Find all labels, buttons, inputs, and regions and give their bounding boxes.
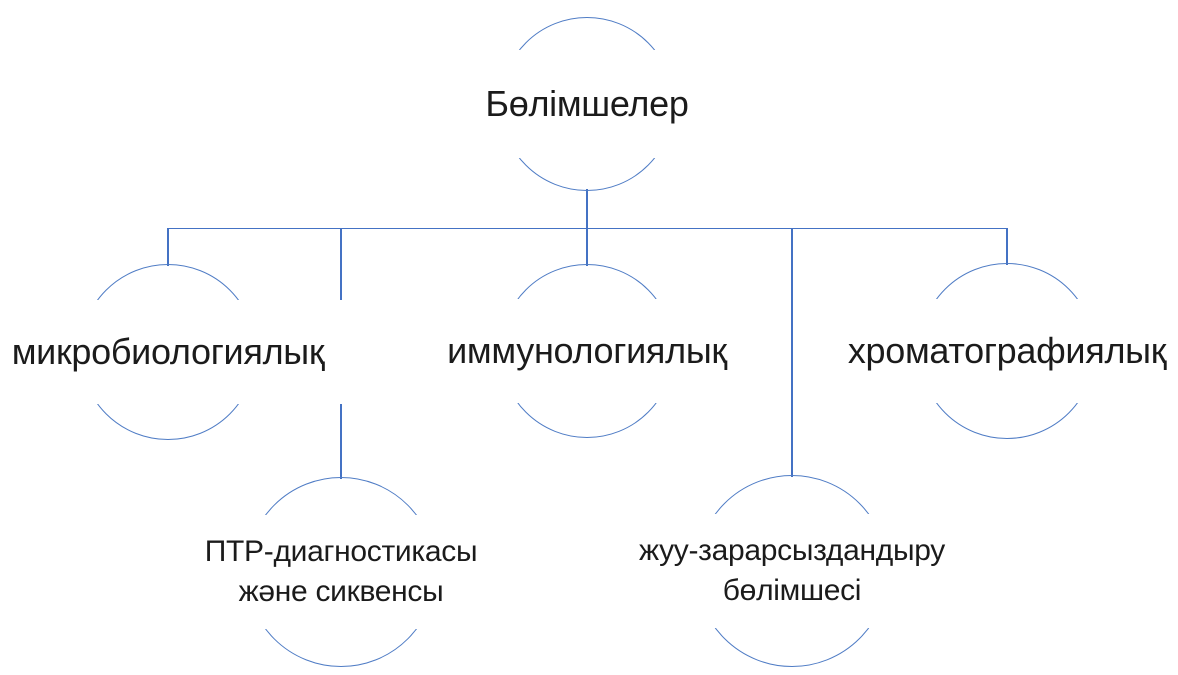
connector-root-stem	[586, 189, 588, 228]
node-label-immunology: иммунологиялық	[447, 330, 727, 371]
connector-drop-washing	[791, 228, 793, 477]
org-node-washing-disinfection[interactable]: жуу-зарарсыздандыру бөлімшесі	[614, 475, 970, 667]
org-node-pcr-diagnostics[interactable]: ПТР-диагностикасы және сиквенсы	[171, 477, 511, 667]
connector-drop-chromatography	[1006, 228, 1008, 265]
node-label-pcr-line2: және сиквенсы	[238, 575, 444, 608]
org-node-root[interactable]: Бөлімшелер	[447, 17, 727, 191]
node-label-washing-line2: бөлімшесі	[722, 574, 862, 607]
node-label-root: Бөлімшелер	[485, 83, 689, 124]
node-label-pcr-line1: ПТР-диагностикасы	[204, 535, 478, 568]
node-label-microbiology: микробиологиялық	[11, 331, 325, 372]
connector-drop-microbiology	[167, 228, 169, 266]
org-node-microbiology[interactable]: микробиологиялық	[0, 264, 358, 440]
node-label-chromatography: хроматографиялық	[847, 330, 1167, 371]
connector-drop-immunology	[586, 228, 588, 266]
org-node-chromatography[interactable]: хроматографиялық	[829, 263, 1178, 439]
org-node-immunology[interactable]: иммунологиялық	[417, 264, 757, 438]
node-label-washing-line1: жуу-зарарсыздандыру	[638, 534, 946, 567]
